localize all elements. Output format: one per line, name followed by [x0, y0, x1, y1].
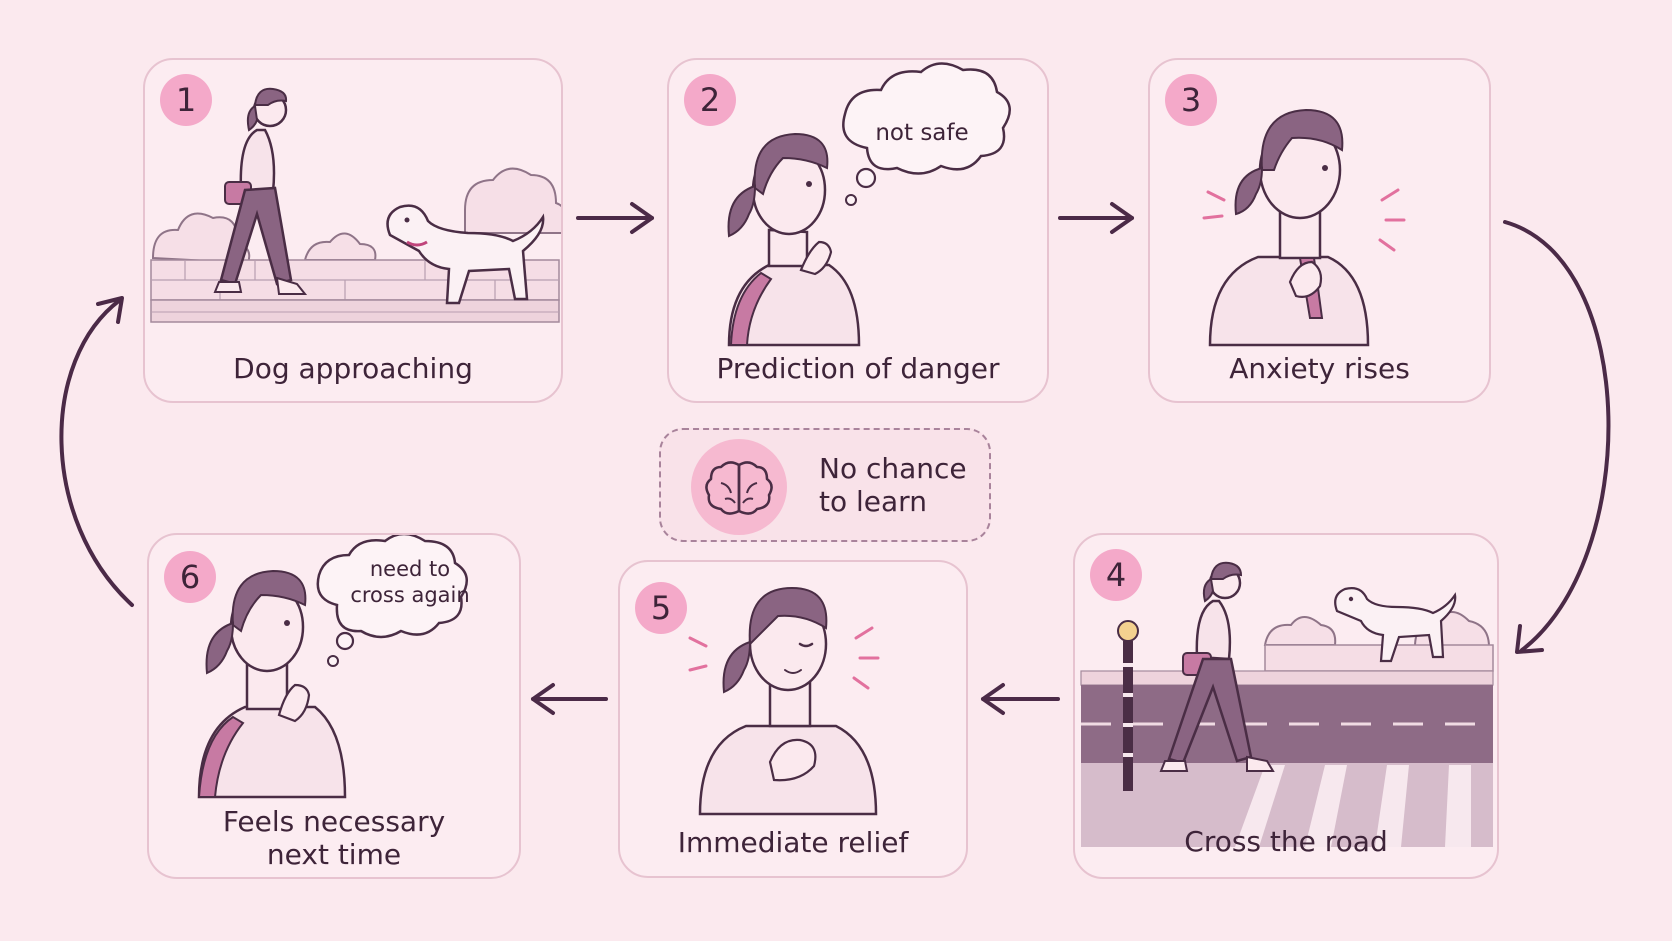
step-card-1: 1 Dog approaching: [143, 58, 563, 403]
step-caption: Dog approaching: [233, 352, 473, 385]
woman-crossing-road-illustration: [1080, 561, 1494, 847]
step-caption-line-2: next time: [266, 838, 402, 871]
woman-thinking-illustration: [727, 62, 1011, 347]
step-card-2: not safe 2 Prediction of danger: [667, 58, 1049, 403]
step-card-4: 4 Cross the road: [1073, 533, 1499, 879]
thought-bubble-line-1: need to: [369, 557, 451, 581]
woman-anxious-illustration: [1202, 108, 1406, 347]
arrow-1-to-2: [576, 202, 654, 234]
step-number-badge: 2: [684, 74, 736, 126]
step-number-badge: 5: [635, 582, 687, 634]
step-number-badge: 1: [160, 74, 212, 126]
step-number-badge: 6: [164, 551, 216, 603]
thought-bubble-text: not safe: [875, 120, 969, 146]
step-caption: Cross the road: [1184, 825, 1388, 858]
thought-bubble-line-2: cross again: [350, 583, 470, 607]
woman-walking-dog-illustration: [150, 87, 561, 323]
step-caption: Anxiety rises: [1229, 352, 1410, 385]
arrow-6-to-1: [59, 296, 134, 607]
step-caption: Immediate relief: [677, 826, 909, 859]
step-card-6: need to cross again 6 Feels necessary ne…: [147, 533, 521, 879]
step-caption: Prediction of danger: [716, 352, 1000, 385]
arrow-3-to-4: [1503, 220, 1611, 654]
step-card-3: 3 Anxiety rises: [1148, 58, 1491, 403]
arrow-2-to-3: [1058, 202, 1134, 234]
brain-icon-circle: [691, 439, 787, 535]
brain-icon: [705, 461, 773, 515]
step-number-badge: 3: [1165, 74, 1217, 126]
note-line-2: to learn: [819, 485, 927, 518]
no-chance-to-learn-note: No chance to learn: [659, 428, 991, 542]
woman-considering-illustration: [197, 535, 468, 799]
step-caption-line-1: Feels necessary: [222, 805, 446, 838]
arrow-5-to-6: [531, 683, 608, 715]
step-card-5: 5 Immediate relief: [618, 560, 968, 878]
note-line-1: No chance: [819, 452, 967, 485]
woman-relieved-illustration: [688, 586, 880, 816]
arrow-4-to-5: [981, 683, 1060, 715]
step-number-badge: 4: [1090, 549, 1142, 601]
